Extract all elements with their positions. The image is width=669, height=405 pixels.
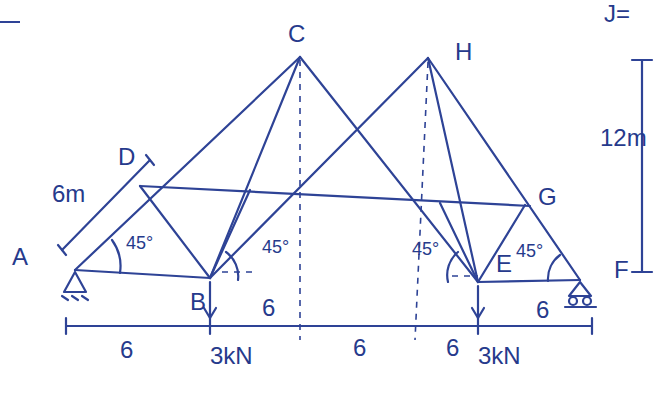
truss-label: E bbox=[496, 252, 512, 276]
truss-label: F bbox=[614, 258, 629, 282]
truss-label: 6 bbox=[536, 298, 549, 322]
truss-label: 45° bbox=[516, 242, 543, 260]
truss-label: G bbox=[538, 185, 557, 209]
truss-label: 6 bbox=[120, 338, 133, 362]
truss-label: H bbox=[455, 40, 472, 64]
truss-label: J= bbox=[604, 2, 630, 26]
truss-label: B bbox=[190, 290, 206, 314]
truss-label: C bbox=[288, 22, 305, 46]
truss-label: 45° bbox=[262, 238, 289, 256]
truss-label: A bbox=[12, 245, 28, 269]
truss-label: 3kN bbox=[478, 344, 521, 368]
truss-label: 6 bbox=[353, 336, 366, 360]
truss-label: 6m bbox=[52, 182, 85, 206]
truss-label: 6 bbox=[262, 296, 275, 320]
truss-label: 6 bbox=[446, 336, 459, 360]
truss-label: 45° bbox=[412, 240, 439, 258]
truss-label: D bbox=[118, 145, 135, 169]
truss-label: 3kN bbox=[210, 344, 253, 368]
truss-label: 12m bbox=[600, 126, 647, 150]
truss-label: 45° bbox=[126, 234, 153, 252]
